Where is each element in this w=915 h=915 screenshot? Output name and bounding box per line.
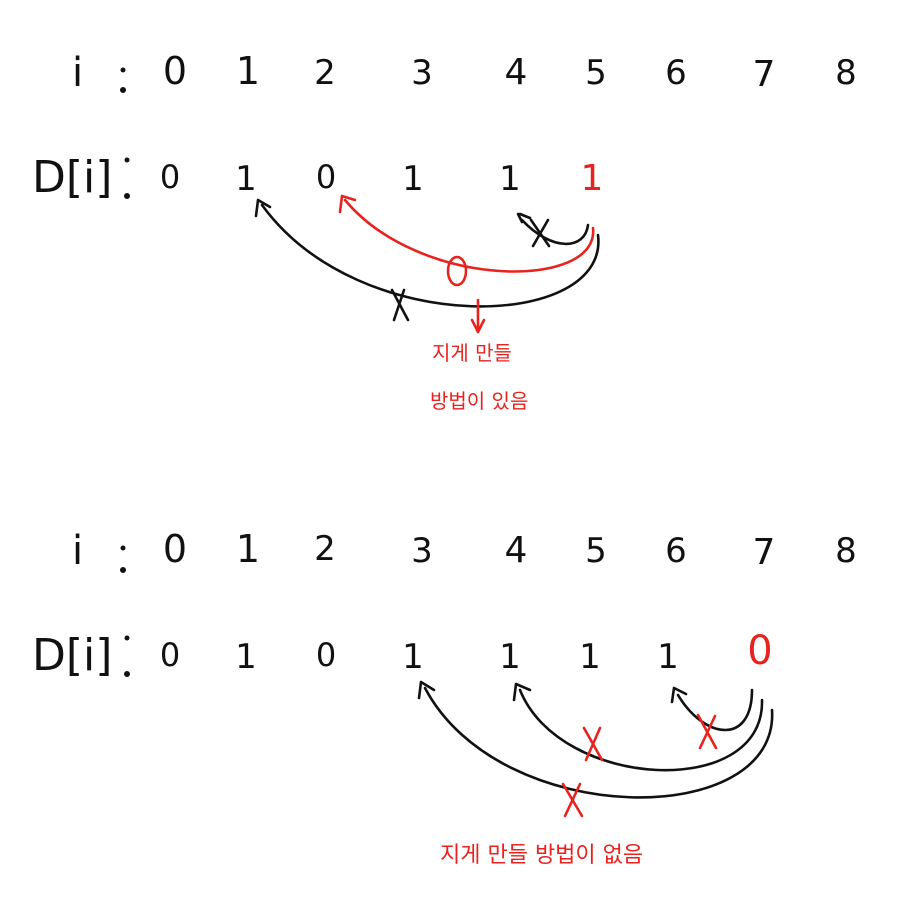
bottom-index-7: 7	[753, 532, 776, 573]
bottom-index-8: 8	[835, 531, 857, 571]
top-i-colon	[120, 87, 126, 93]
bottom-value-1: 1	[235, 637, 257, 677]
bottom-value-0: 0	[160, 636, 180, 674]
bottom-d-label: D[i]	[32, 630, 112, 681]
top-arrow-5-to-1	[260, 203, 600, 308]
top-index-8: 8	[835, 53, 857, 93]
top-arrowhead-1	[254, 198, 272, 218]
bottom-arrowhead-4	[512, 682, 532, 702]
top-index-5: 5	[585, 53, 607, 93]
top-i-label: i	[72, 50, 83, 96]
bottom-value-row: 0 1 0 1 1 1 1 0	[160, 628, 773, 677]
bottom-i-label: i	[72, 528, 83, 574]
bottom-value-5: 1	[579, 637, 601, 677]
bottom-index-2: 2	[314, 529, 336, 569]
top-value-row: 0 1 0 1 1 1	[160, 158, 604, 199]
top-value-4: 1	[499, 159, 521, 199]
top-i-colon-dot	[120, 67, 126, 73]
top-index-4: 4	[505, 52, 528, 93]
bottom-index-6: 6	[665, 531, 687, 571]
top-index-2: 2	[314, 53, 336, 93]
top-arrow-5-to-2-red	[343, 198, 595, 273]
top-x-mark-small	[529, 218, 551, 248]
top-value-1: 1	[235, 159, 257, 199]
bottom-index-row: 0 1 2 3 4 5 6 7 8	[163, 527, 857, 573]
top-index-6: 6	[665, 53, 687, 93]
top-arrow-5-to-4	[520, 218, 590, 246]
bottom-section: i 0 1 2 3 4 5 6 7 8 D[i] 0 1 0 1	[32, 527, 857, 868]
top-annotation-line1: 지게 만들	[432, 341, 512, 365]
bottom-arrow-7-to-6	[676, 688, 754, 732]
bottom-arrow-7-to-4	[518, 688, 764, 772]
bottom-index-3: 3	[411, 531, 433, 571]
bottom-value-3: 1	[402, 637, 424, 677]
bottom-x-mark-mid-red	[582, 726, 604, 762]
top-x-mark-big	[390, 288, 410, 322]
top-down-arrow-red	[470, 298, 486, 334]
top-index-3: 3	[411, 53, 433, 93]
top-value-5-highlight: 1	[581, 158, 604, 199]
bottom-value-7-highlight: 0	[747, 628, 772, 674]
bottom-value-2: 0	[316, 636, 336, 674]
top-d-colon	[124, 193, 130, 199]
top-arrowhead-2-red	[338, 194, 357, 214]
bottom-annotation: 지게 만들 방법이 없음	[440, 843, 643, 868]
bottom-arrow-7-to-3	[423, 686, 774, 799]
bottom-x-mark-big-red	[561, 782, 584, 818]
top-annotation-line2: 방법이 있음	[430, 389, 528, 413]
top-section: i 0 1 2 3 4 5 6 7 8 D[i] 0 1	[32, 49, 857, 413]
top-d-colon-dot	[124, 157, 130, 163]
top-index-0: 0	[163, 49, 187, 93]
top-d-label: D[i]	[32, 152, 112, 203]
top-value-0: 0	[160, 158, 180, 196]
top-value-3: 1	[402, 159, 424, 199]
top-index-1: 1	[236, 49, 260, 93]
top-index-7: 7	[753, 54, 776, 95]
bottom-index-1: 1	[236, 527, 260, 571]
bottom-value-4: 1	[499, 637, 521, 677]
top-arrows	[254, 194, 600, 334]
top-arrowhead-4	[516, 212, 532, 224]
top-value-2: 0	[316, 158, 336, 196]
bottom-d-colon-dot	[124, 635, 130, 641]
bottom-i-colon-dot	[120, 545, 126, 551]
bottom-value-6: 1	[657, 637, 679, 677]
top-circle-mark	[446, 255, 468, 287]
bottom-arrows	[417, 680, 774, 818]
bottom-i-colon	[120, 567, 126, 573]
bottom-arrowhead-6	[670, 686, 688, 704]
bottom-d-colon	[124, 671, 130, 677]
top-index-row: 0 1 2 3 4 5 6 7 8	[163, 49, 857, 95]
bottom-arrowhead-3	[417, 680, 436, 700]
bottom-x-mark-small-red	[696, 713, 718, 750]
bottom-index-0: 0	[163, 527, 187, 571]
bottom-index-5: 5	[585, 531, 607, 571]
bottom-index-4: 4	[505, 530, 528, 571]
